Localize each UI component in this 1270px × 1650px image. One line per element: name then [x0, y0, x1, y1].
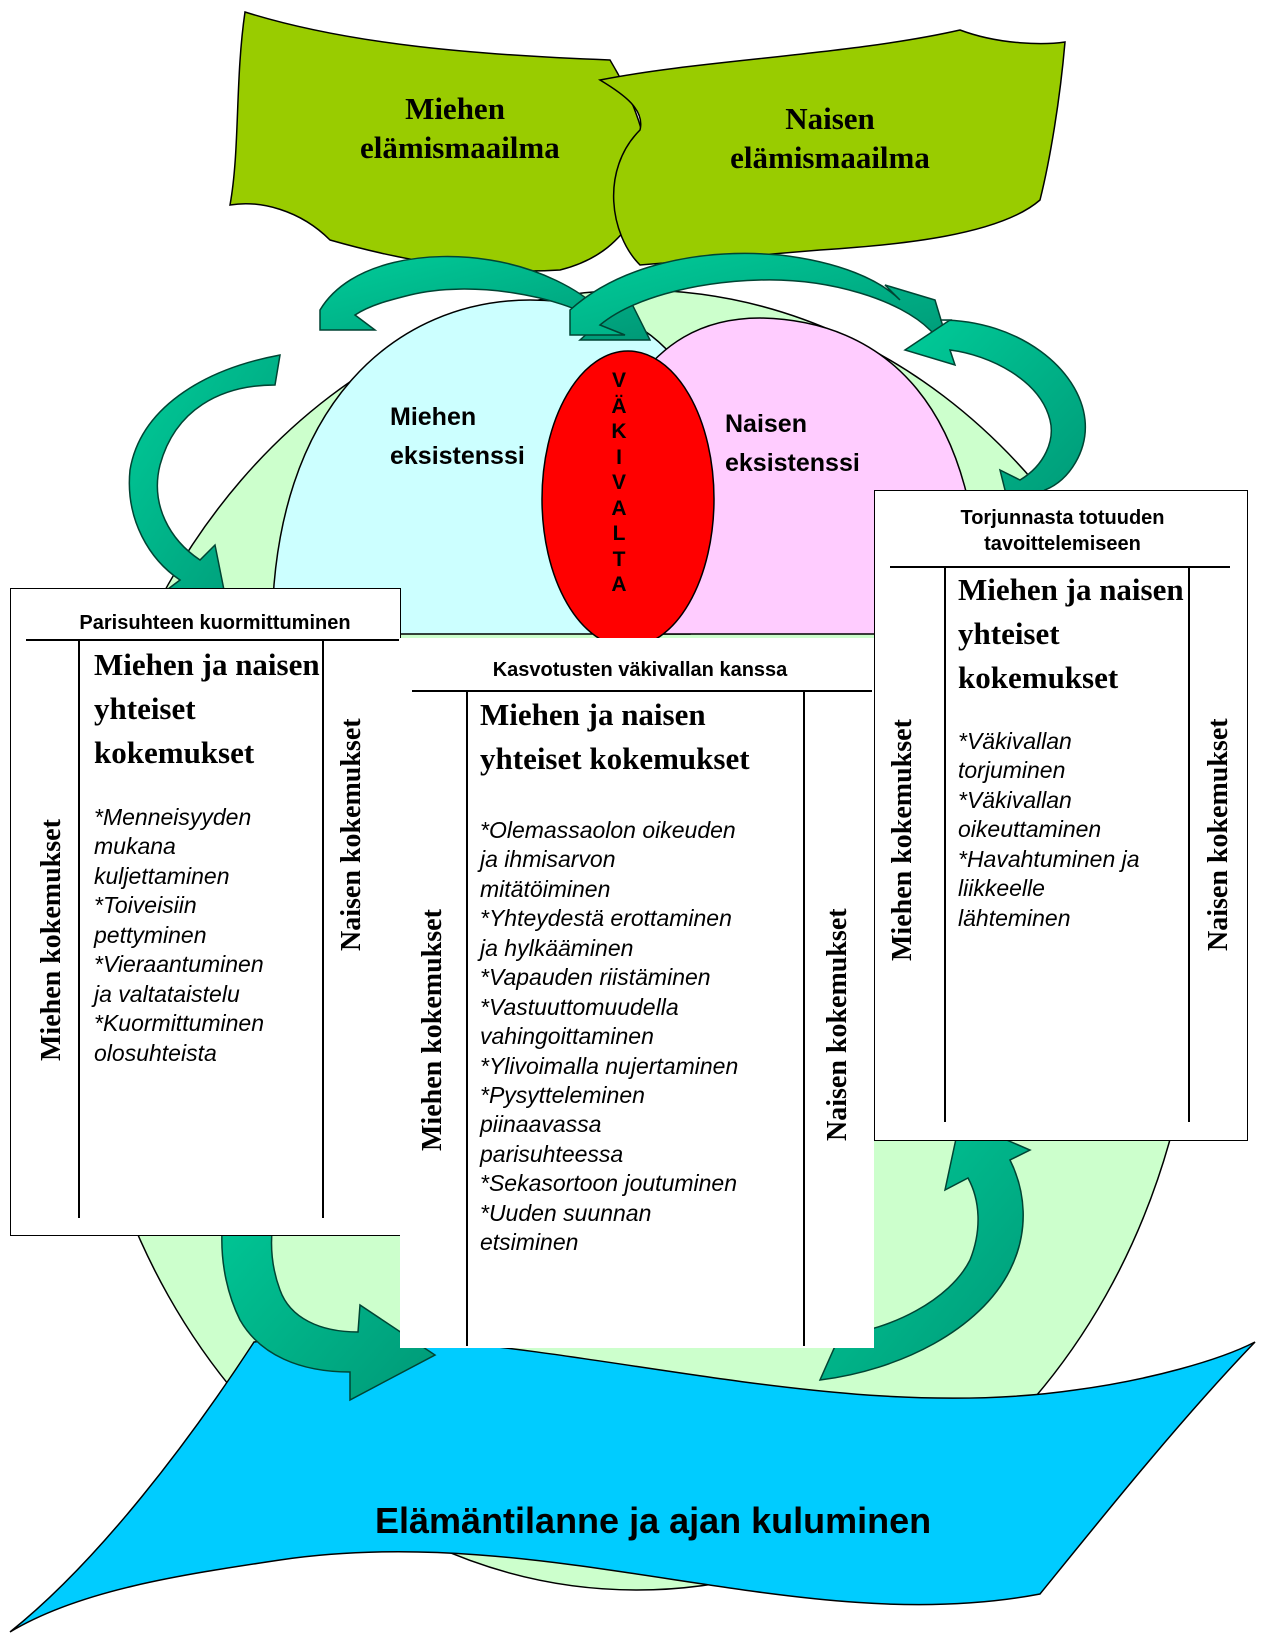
- violence-letter: I: [616, 445, 622, 469]
- violence-letter: K: [611, 420, 627, 443]
- list-item: *Sekasortoon joutuminen: [480, 1170, 737, 1197]
- panel-middle-items: *Olemassaolon oikeuden ja ihmisarvon mit…: [480, 816, 810, 1258]
- panel-middle-man-label: Miehen kokemukset: [417, 909, 448, 1151]
- life-situation-label: Elämäntilanne ja ajan kuluminen: [375, 1500, 932, 1541]
- list-item: *Havahtuminen ja liikkeelle lähteminen: [958, 845, 1140, 931]
- panel-right-man-label: Miehen kokemukset: [887, 719, 918, 961]
- panel-left-title: Parisuhteen kuormittuminen: [79, 612, 351, 634]
- panel-left-col-line-2: [322, 640, 324, 1218]
- man-existence-label: Miehen eksistenssi: [390, 403, 525, 470]
- panel-right-divider: [890, 566, 1230, 568]
- arrow-top-left: [319, 255, 652, 341]
- panel-left: [10, 588, 401, 1236]
- panel-middle: [400, 638, 874, 1348]
- violence-letter: Ä: [611, 394, 627, 418]
- panel-right-shared-title: Miehen ja naisen yhteiset kokemukset: [958, 572, 1184, 696]
- violence-letter: T: [612, 547, 626, 571]
- panel-right-col-line-1: [944, 567, 946, 1122]
- panel-middle-divider: [412, 690, 872, 692]
- woman-leaf: [597, 29, 1066, 266]
- panel-left-man-label: Miehen kokemukset: [36, 819, 67, 1061]
- panel-middle-shared-title: Miehen ja naisen yhteiset kokemukset: [480, 697, 750, 777]
- panel-left-shared-title: Miehen ja naisen yhteiset kokemukset: [94, 647, 320, 771]
- list-item: *Kuormittuminen olosuhteista: [94, 1010, 265, 1066]
- panel-right: [874, 490, 1248, 1141]
- list-item: *Menneisyyden mukana kuljettaminen: [94, 804, 252, 889]
- violence-letter: L: [612, 522, 626, 545]
- life-situation-ribbon: [9, 1335, 1256, 1633]
- panel-left-col-line-1: [78, 640, 80, 1218]
- panel-left-woman-label: Naisen kokemukset: [336, 718, 367, 952]
- woman-lifeworld-label: Naisen elämismaailma: [730, 101, 930, 175]
- panel-left-divider: [26, 639, 399, 641]
- panel-right-col-line-2: [1188, 567, 1190, 1122]
- panel-middle-woman-label: Naisen kokemukset: [822, 908, 853, 1142]
- list-item: *Väkivallan oikeuttaminen: [958, 786, 1102, 843]
- arrow-bottom-right: [818, 1118, 1032, 1381]
- arrow-bottom-left: [221, 1154, 437, 1402]
- violence-letter: A: [611, 573, 627, 596]
- panel-right-title: Torjunnasta totuuden tavoittelemiseen: [960, 507, 1165, 555]
- violence-letter: V: [611, 369, 626, 392]
- panel-left-items: *Menneisyyden mukana kuljettaminen *Toiv…: [94, 803, 322, 1068]
- list-item: *Vieraantuminen ja valtataistelu: [94, 951, 264, 1007]
- panel-middle-title: Kasvotusten väkivallan kanssa: [492, 659, 788, 681]
- list-item: *Yhteydestä erottaminen ja hylkääminen: [480, 905, 732, 961]
- list-item: *Olemassaolon oikeuden ja ihmisarvon mit…: [480, 817, 736, 902]
- violence-letter: V: [611, 471, 626, 494]
- list-item: *Pysytteleminen piinaavassa parisuhteess…: [480, 1081, 645, 1167]
- panel-middle-col-line-2: [803, 691, 805, 1346]
- list-item: *Vapauden riistäminen: [480, 964, 711, 991]
- panel-right-woman-label: Naisen kokemukset: [1203, 718, 1234, 952]
- panel-middle-col-line-1: [466, 691, 468, 1346]
- list-item: *Väkivallan torjuminen: [958, 728, 1072, 784]
- violence-letter: A: [611, 496, 627, 520]
- panel-right-items: *Väkivallan torjuminen *Väkivallan oikeu…: [958, 727, 1188, 933]
- man-leaf: [229, 11, 649, 272]
- list-item: *Uuden suunnan etsiminen: [480, 1199, 652, 1256]
- man-lifeworld-label: Miehen elämismaailma: [360, 91, 560, 165]
- woman-existence-label: Naisen eksistenssi: [725, 410, 860, 477]
- list-item: *Ylivoimalla nujertaminen: [480, 1052, 739, 1079]
- list-item: *Toiveisiin pettyminen: [94, 892, 207, 948]
- list-item: *Vastuuttomuudella vahingoittaminen: [480, 993, 679, 1050]
